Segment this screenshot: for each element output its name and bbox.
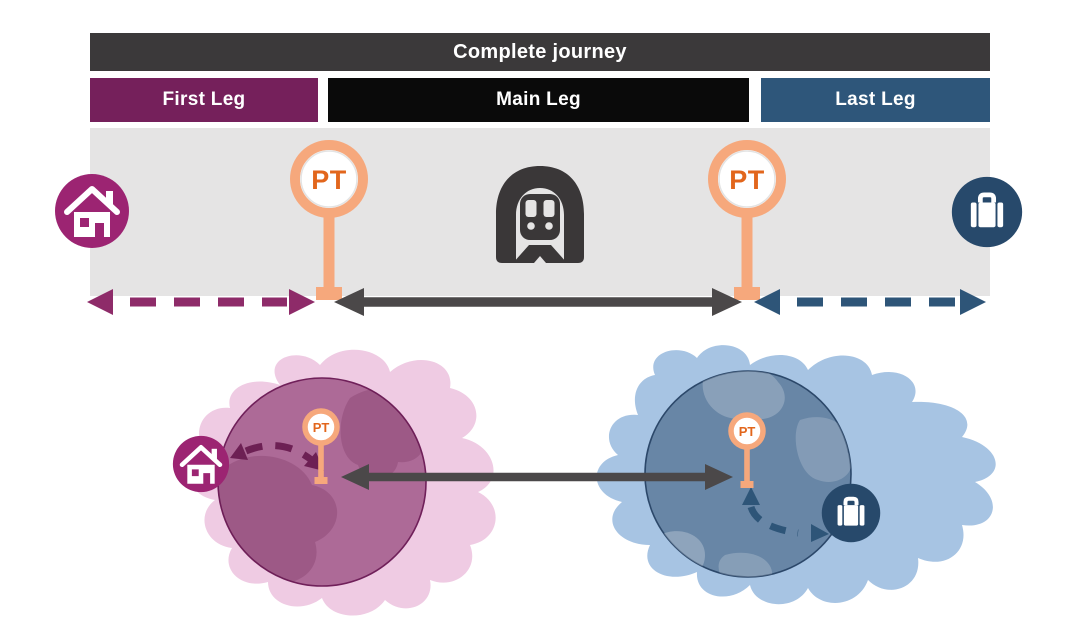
- pt-stop-icon: PT: [708, 140, 786, 300]
- train-icon: [496, 166, 584, 263]
- egress-walk-arrow: [742, 487, 829, 542]
- pt-stop-label: PT: [313, 420, 330, 435]
- briefcase-icon: [952, 177, 1022, 247]
- pt-stop-icon: PT: [290, 140, 368, 300]
- first-leg-bar: First Leg: [90, 78, 318, 122]
- pt-stop-icon: PT: [302, 408, 340, 484]
- last-leg-arrow: [754, 289, 986, 315]
- main-leg-label: Main Leg: [496, 89, 581, 110]
- complete-journey-title: Complete journey: [453, 40, 627, 63]
- first-leg-arrow: [87, 289, 315, 315]
- main-leg-arrow: [334, 288, 742, 316]
- last-leg-label: Last Leg: [835, 89, 916, 110]
- origin-catchment-area: [188, 349, 496, 616]
- house-icon: [55, 174, 129, 248]
- briefcase-icon: [819, 481, 883, 545]
- pt-stop-label: PT: [311, 165, 347, 195]
- destination-catchment-area: [596, 345, 996, 605]
- pt-stop-label: PT: [729, 165, 765, 195]
- house-icon: [173, 436, 229, 492]
- complete-journey-header: Complete journey: [90, 33, 990, 71]
- last-leg-bar: Last Leg: [761, 78, 990, 122]
- main-leg-arrow-bottom: [341, 464, 733, 490]
- first-leg-label: First Leg: [162, 89, 246, 110]
- main-leg-bar: Main Leg: [328, 78, 749, 122]
- pt-stop-label: PT: [739, 424, 756, 439]
- pt-stop-icon: PT: [728, 412, 766, 488]
